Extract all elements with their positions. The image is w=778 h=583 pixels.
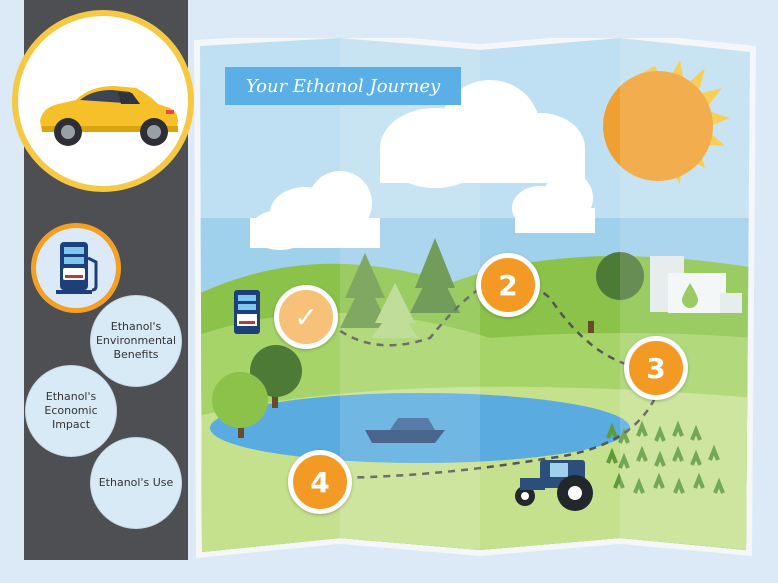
nav-economic-impact[interactable]: Ethanol's Economic Impact xyxy=(25,365,117,457)
fuel-pump-button[interactable] xyxy=(31,223,121,313)
crops-icon xyxy=(606,420,725,494)
nav-environmental-benefits[interactable]: Ethanol's Environmental Benefits xyxy=(90,295,182,387)
step-4-marker[interactable]: 4 xyxy=(288,450,352,514)
journey-map-illustration xyxy=(194,38,756,558)
boat-icon xyxy=(365,418,445,443)
page-title: Your Ethanol Journey xyxy=(225,67,461,105)
tree-icon xyxy=(340,238,460,338)
map-fuel-pump-icon xyxy=(234,290,260,334)
car-icon xyxy=(40,86,178,146)
tractor-icon xyxy=(515,460,593,511)
fuel-pump-icon xyxy=(56,242,98,294)
step-2-marker[interactable]: 2 xyxy=(476,253,540,317)
step-1-completed-marker[interactable]: ✓ xyxy=(274,285,338,349)
car-avatar-button[interactable] xyxy=(12,10,194,192)
step-3-marker[interactable]: 3 xyxy=(624,336,688,400)
sun-icon xyxy=(603,60,730,184)
nav-ethanols-use[interactable]: Ethanol's Use xyxy=(90,437,182,529)
factory-icon xyxy=(650,256,742,313)
cloud-icon xyxy=(380,80,585,188)
